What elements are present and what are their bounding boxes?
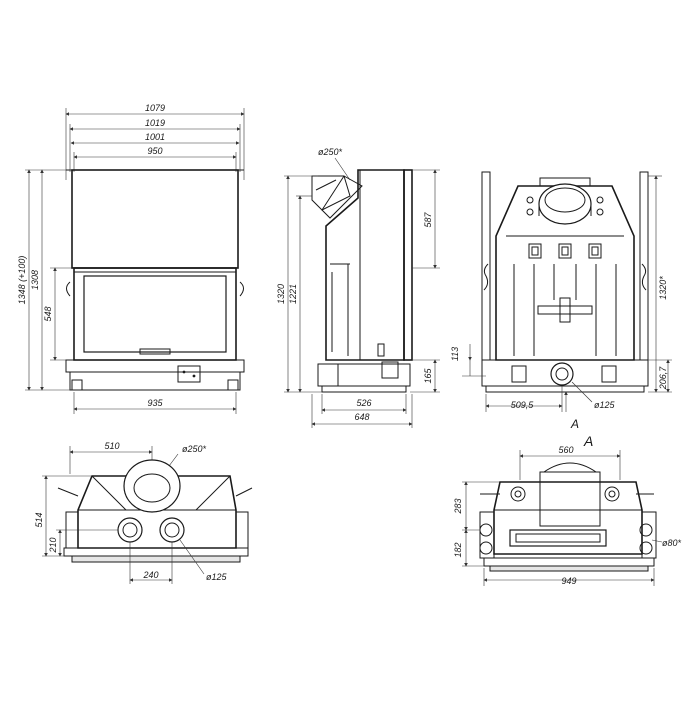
side-flue-spigot [311, 175, 363, 219]
top-width-510: 510 [104, 441, 119, 451]
top-view: 510 ø250* 514 [34, 441, 253, 584]
side-height-1221: 1221 [288, 284, 298, 304]
side-height-1320: 1320 [276, 284, 286, 304]
front-width-1079: 1079 [145, 103, 165, 113]
back-height-206-7: 206,7 [658, 366, 668, 391]
front-top-dimensions [65, 108, 245, 180]
view-a-title: A [583, 433, 593, 449]
top-depth-514: 514 [34, 512, 44, 527]
side-depth-526: 526 [356, 398, 371, 408]
back-height-113: 113 [450, 347, 460, 361]
view-a-height-182: 182 [453, 542, 463, 557]
view-a-width-560: 560 [558, 445, 573, 455]
front-height-1308: 1308 [30, 270, 40, 290]
top-flue-diameter: ø250* [182, 444, 207, 454]
front-height-1348: 1348 (+100) [17, 256, 27, 305]
back-body [481, 171, 649, 393]
back-view: 1320* 206,7 113 509,5 ø125 A [450, 171, 672, 431]
front-width-1001: 1001 [145, 132, 165, 142]
view-a-width-949: 949 [561, 576, 576, 586]
top-depth-210: 210 [48, 537, 58, 553]
back-width-509-5: 509,5 [511, 400, 535, 410]
front-height-548: 548 [43, 306, 53, 321]
top-width-240: 240 [142, 570, 158, 580]
side-view: ø250* 1320 1221 [276, 147, 440, 428]
side-flue-diameter: ø250* [318, 147, 343, 157]
back-view-arrow-label: A [570, 417, 579, 431]
front-body [65, 169, 245, 391]
top-air-diameter: ø125 [206, 572, 228, 582]
front-control-box [177, 365, 201, 383]
front-width-950: 950 [147, 146, 162, 156]
back-height-1320: 1320* [658, 276, 668, 300]
view-a: A 560 [453, 433, 682, 586]
view-a-body [479, 462, 657, 572]
front-glass-door [83, 275, 227, 353]
back-air-inlet [550, 362, 574, 386]
front-view: 1079 1019 1001 950 1348 (+100) 1308 548 [17, 103, 245, 414]
front-width-935: 935 [147, 398, 163, 408]
front-left-dimensions [25, 169, 76, 391]
top-body [57, 459, 253, 563]
side-body [317, 169, 413, 393]
side-depth-648: 648 [354, 412, 369, 422]
view-a-duct-diameter: ø80* [662, 538, 682, 548]
side-height-587: 587 [423, 212, 433, 228]
view-a-height-283: 283 [453, 498, 463, 514]
side-height-165: 165 [423, 368, 433, 384]
back-air-diameter: ø125 [594, 400, 616, 410]
front-width-1019: 1019 [145, 118, 165, 128]
